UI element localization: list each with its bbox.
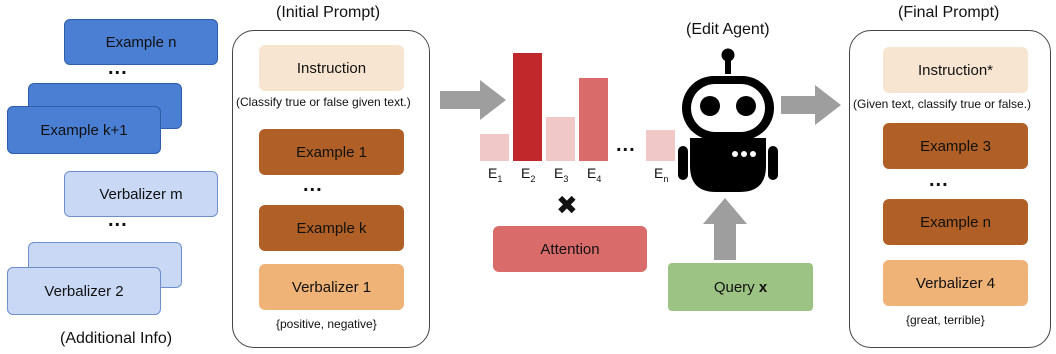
initial-instruction-text: (Classify true or false given text.) <box>236 95 411 109</box>
final-example-first-box: Example 3 <box>883 123 1028 169</box>
verbalizer-card-front-label: Verbalizer 2 <box>44 282 124 300</box>
final-instruction-label: Instruction* <box>917 61 994 79</box>
final-verbalizer-label: Verbalizer 4 <box>915 274 996 292</box>
attention-bar-label: En <box>654 165 668 184</box>
attention-bar-label: E3 <box>554 165 568 184</box>
initial-prompt-caption: (Initial Prompt) <box>276 4 381 21</box>
attention-bar-label: E1 <box>488 165 502 184</box>
arrow-right-icon <box>440 80 506 120</box>
initial-examples-ellipsis: ... <box>303 174 323 196</box>
attention-bar-label-letter: E <box>654 165 664 181</box>
final-example-first-label: Example 3 <box>920 137 991 155</box>
robot-icon <box>678 48 778 192</box>
attention-label: Attention <box>540 240 600 258</box>
final-example-last-label: Example n <box>920 213 991 231</box>
attention-bar-label: E4 <box>587 165 601 184</box>
initial-example-last-box: Example k <box>259 205 404 251</box>
final-verbalizer-words: {great, terrible} <box>906 313 985 327</box>
initial-verbalizer-words: {positive, negative} <box>276 317 377 331</box>
final-verbalizer-box: Verbalizer 4 <box>883 260 1028 306</box>
initial-verbalizer-box: Verbalizer 1 <box>259 264 404 310</box>
initial-verbalizer-label: Verbalizer 1 <box>291 278 372 296</box>
example-card-back: Example n <box>64 19 218 65</box>
initial-example-last-label: Example k <box>296 219 367 237</box>
example-card-front-label: Example k+1 <box>40 121 128 139</box>
attention-bar-label-index: n <box>663 173 669 184</box>
initial-instruction-label: Instruction <box>296 59 367 77</box>
verbalizer-card-back-label: Verbalizer m <box>99 185 183 203</box>
attention-ellipsis: ... <box>616 134 636 156</box>
attention-bar <box>513 53 542 161</box>
initial-instruction-box: Instruction <box>259 45 404 91</box>
final-examples-ellipsis: ... <box>929 169 949 191</box>
examples-ellipsis: ... <box>108 57 128 79</box>
attention-bar-label-index: 2 <box>530 173 536 184</box>
attention-bar-label-letter: E <box>587 165 597 181</box>
verbalizer-card-front: Verbalizer 2 <box>7 267 161 315</box>
initial-prompt-panel <box>232 30 430 348</box>
attention-bar <box>546 117 575 161</box>
arrow-right-icon <box>781 85 841 125</box>
arrow-up-icon <box>703 198 747 260</box>
query-variable: x <box>758 278 768 296</box>
attention-bar-label-index: 3 <box>563 173 569 184</box>
edit-agent-caption: (Edit Agent) <box>686 21 770 38</box>
final-example-last-box: Example n <box>883 199 1028 245</box>
verbalizer-card-back: Verbalizer m <box>64 171 218 217</box>
attention-bar <box>646 130 675 161</box>
query-box: Query x <box>668 263 813 311</box>
query-label: Query <box>713 278 755 296</box>
attention-bar-label-letter: E <box>521 165 531 181</box>
attention-box: Attention <box>493 226 647 272</box>
initial-example-first-box: Example 1 <box>259 129 404 175</box>
final-instruction-text: (Given text, classify true or false.) <box>853 97 1032 111</box>
cross-icon: ✖ <box>556 190 578 220</box>
attention-bar-label-index: 4 <box>596 173 602 184</box>
attention-bar-label: E2 <box>521 165 535 184</box>
example-card-front: Example k+1 <box>7 106 161 154</box>
final-prompt-panel <box>849 30 1051 348</box>
attention-bar <box>579 78 608 161</box>
initial-example-first-label: Example 1 <box>296 143 367 161</box>
example-card-back-label: Example n <box>105 33 177 51</box>
additional-info-caption: (Additional Info) <box>60 330 173 347</box>
verbalizers-ellipsis: ... <box>108 209 128 231</box>
attention-bar-label-index: 1 <box>497 173 503 184</box>
attention-bar-label-letter: E <box>488 165 498 181</box>
final-instruction-box: Instruction* <box>883 47 1028 93</box>
final-prompt-caption: (Final Prompt) <box>898 4 1000 21</box>
attention-bar-label-letter: E <box>554 165 564 181</box>
attention-bar <box>480 134 509 161</box>
